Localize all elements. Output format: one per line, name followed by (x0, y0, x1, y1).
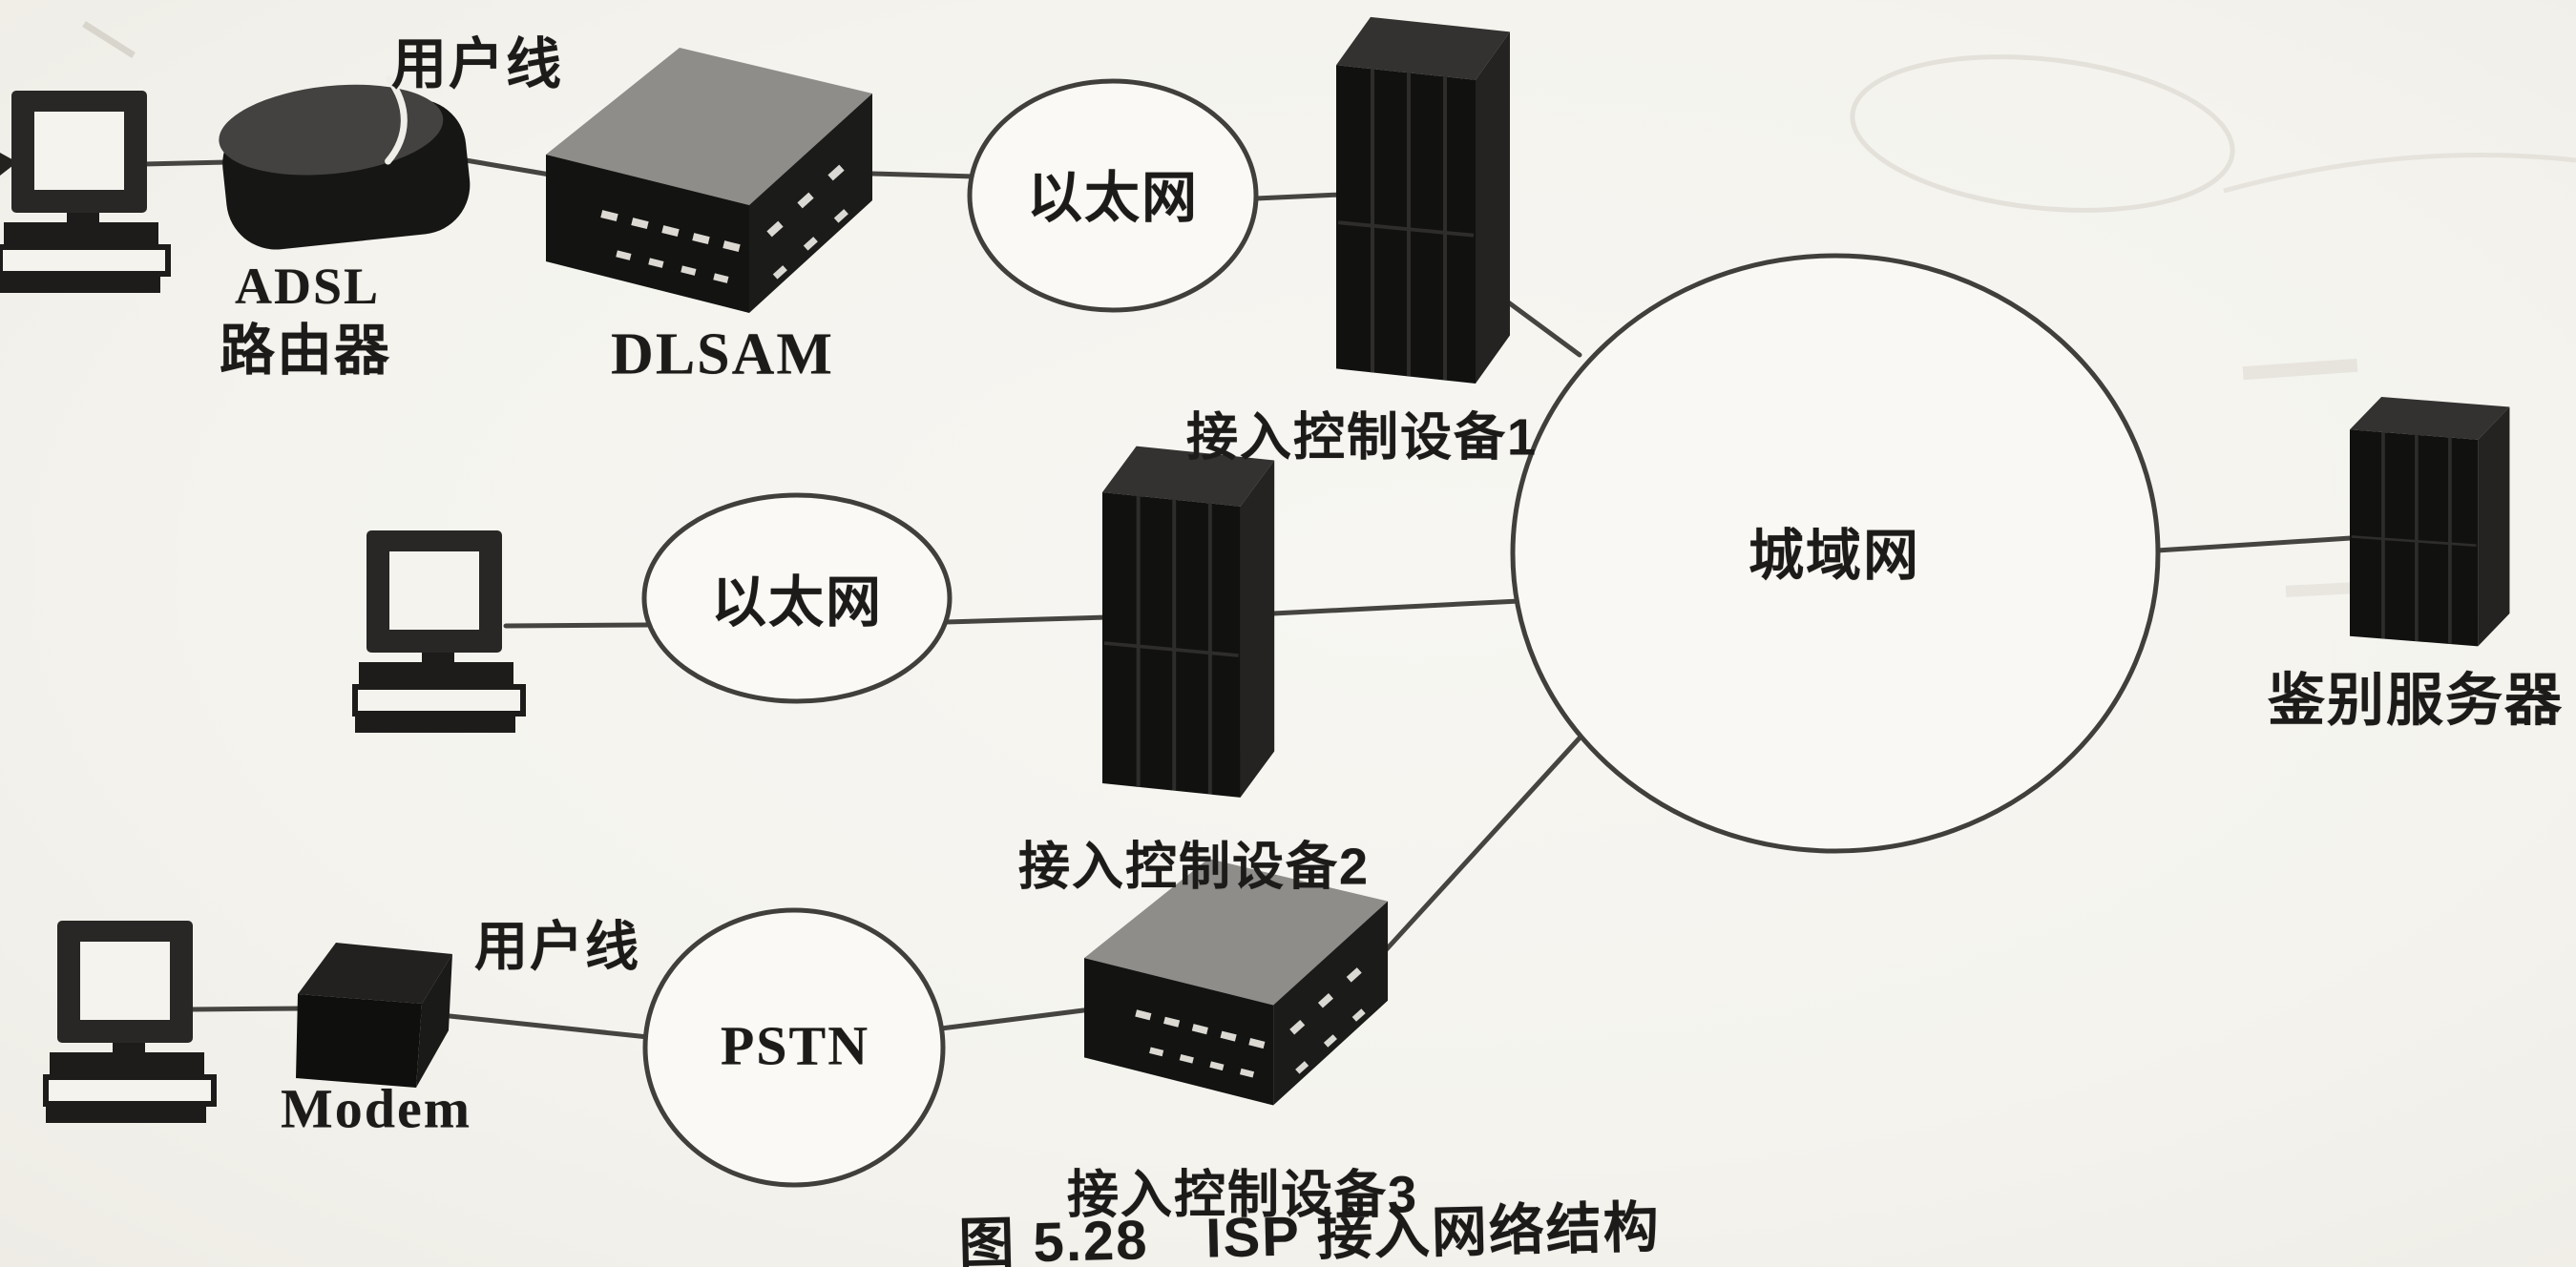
link-ethernet-device1 (1253, 192, 1343, 201)
label-access-device-3: 接入控制设备3 (1066, 1166, 1419, 1224)
label-modem: Modem (280, 1077, 472, 1140)
link-pc1-router (140, 159, 230, 167)
link-ethernet-device2 (942, 614, 1110, 625)
computer-icon (0, 91, 168, 293)
link-device3-man (1381, 730, 1587, 955)
computer-icon (46, 921, 214, 1123)
auth-server-icon (2348, 395, 2512, 649)
label-pstn: PSTN (720, 1014, 870, 1077)
computer-icon (355, 530, 523, 733)
ethernet-mid-ellipse (641, 492, 953, 704)
pstn-ellipse (642, 907, 946, 1188)
link-pc2-ethernet (503, 622, 653, 629)
connection-lines (140, 157, 2354, 1040)
label-access-device-1: 接入控制设备1 (1185, 408, 1539, 467)
label-auth-server: 鉴别服务器 (2268, 668, 2564, 733)
label-access-device-2: 接入控制设备2 (1017, 838, 1371, 896)
link-dslam-ethernet (869, 171, 978, 179)
link-modem-pstn (420, 1010, 651, 1040)
label-router: 路由器 (219, 320, 392, 382)
label-ethernet-mid: 以太网 (710, 571, 884, 634)
label-user-line-top: 用户线 (390, 33, 564, 95)
dslam-icon (546, 48, 872, 313)
label-ethernet-top: 以太网 (1026, 167, 1200, 229)
adsl-router-icon (219, 74, 471, 250)
label-metro-network: 城域网 (1748, 525, 1921, 587)
access-device-1-icon (1334, 14, 1512, 385)
link-pstn-device3 (938, 1007, 1094, 1031)
label-adsl: ADSL (234, 258, 381, 315)
access-device-2-icon (1100, 444, 1277, 800)
link-device2-man (1270, 598, 1522, 616)
network-shapes (641, 78, 2161, 1188)
ethernet-top-ellipse (967, 78, 1259, 313)
link-man-server (2154, 535, 2354, 553)
link-router-dslam (463, 157, 553, 177)
modem-icon (296, 943, 452, 1088)
metro-network-circle (1510, 253, 2161, 854)
link-pc3-modem (188, 1006, 306, 1012)
label-user-line-bottom: 用户线 (474, 916, 640, 977)
label-dslam: DLSAM (611, 322, 834, 387)
